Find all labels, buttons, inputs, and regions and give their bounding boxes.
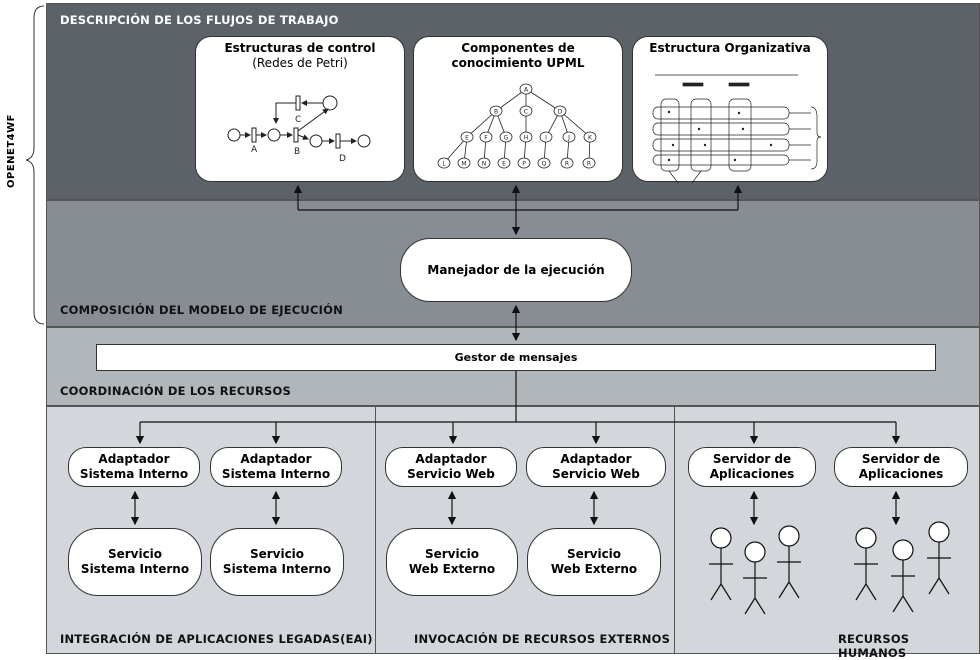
tree-node-label-2-1: F — [484, 135, 488, 142]
petri-net-diagram: A B C D — [227, 95, 371, 164]
tree-node-2-5 — [562, 131, 576, 143]
adapter-web-1-line1: Adaptador — [415, 452, 487, 466]
control-structures-card: Estructuras de control (Redes de Petri) — [195, 36, 405, 182]
tree-node-3-7 — [582, 157, 596, 169]
tree-node-label-2-4: I — [545, 135, 547, 142]
tree-node-label-3-0: L — [442, 161, 446, 168]
tree-node-0-0 — [519, 83, 533, 95]
coordination-title: COORDINACIÓN DE LOS RECURSOS — [60, 384, 291, 398]
tree-node-3-2 — [477, 157, 491, 169]
tree-node-label-3-5: Q — [542, 161, 547, 168]
service-internal-2-line1: Servicio — [249, 547, 305, 561]
tree-node-3-3 — [497, 157, 511, 169]
tree-node-label-3-7: R — [587, 161, 591, 168]
tree-node-2-1 — [479, 131, 493, 143]
service-web-1-line1: Servicio — [424, 547, 480, 561]
adapter-web-2: Adaptador Servicio Web — [526, 447, 666, 487]
service-internal-2-line2: Sistema Interno — [222, 562, 332, 576]
workflow-title: DESCRIPCIÓN DE LOS FLUJOS DE TRABAJO — [60, 13, 339, 27]
petri-label-a: A — [251, 145, 258, 155]
tree-node-3-5 — [537, 157, 551, 169]
tree-node-label-2-3: H — [524, 135, 529, 142]
tree-node-1-2 — [553, 105, 567, 117]
eai-divider — [375, 406, 376, 654]
tree-node-label-1-0: B — [494, 109, 498, 116]
service-internal-1-line2: Sistema Interno — [80, 562, 190, 576]
org-structure-diagram — [652, 74, 822, 183]
tree-node-label-3-6: R — [565, 161, 569, 168]
tree-node-3-1 — [457, 157, 471, 169]
app-server-1: Servidor de Aplicaciones — [688, 447, 816, 487]
service-web-2: Servicio Web Externo — [527, 528, 661, 596]
adapter-internal-1-line2: Sistema Interno — [79, 467, 189, 481]
app-server-1-line1: Servidor de — [712, 452, 792, 466]
eai-title: INTEGRACIÓN DE APLICACIONES LEGADAS(EAI) — [60, 632, 373, 646]
tree-node-2-2 — [499, 131, 513, 143]
tree-node-label-2-2: G — [504, 135, 509, 142]
external-divider — [674, 406, 675, 654]
adapter-web-2-line1: Adaptador — [560, 452, 632, 466]
app-server-2-line1: Servidor de — [861, 452, 941, 466]
upml-knowledge-card: Componentes de conocimiento UPML A B C D E F G… — [413, 36, 623, 182]
org-title: Estructura Organizativa — [649, 41, 811, 55]
knowledge-title-line2: conocimiento UPML — [451, 56, 585, 70]
petri-label-c: C — [295, 115, 301, 125]
service-internal-2: Servicio Sistema Interno — [210, 528, 344, 596]
tree-node-2-3 — [519, 131, 533, 143]
tree-node-2-0 — [460, 131, 474, 143]
service-internal-1-line1: Servicio — [107, 547, 163, 561]
adapter-internal-2-line1: Adaptador — [240, 452, 312, 466]
tree-node-label-2-0: E — [465, 135, 469, 142]
service-web-2-line1: Servicio — [566, 547, 622, 561]
tree-node-label-2-5: J — [567, 135, 570, 142]
tree-node-1-0 — [489, 105, 503, 117]
adapter-web-2-line2: Servicio Web — [552, 467, 640, 481]
message-manager-bar: Gestor de mensajes — [96, 344, 936, 371]
petri-label-b: B — [294, 147, 300, 157]
execution-manager-label: Manejador de la ejecución — [427, 262, 605, 277]
org-structure-card: Estructura Organizativa — [632, 36, 828, 183]
tree-node-label-1-2: D — [558, 109, 563, 116]
tree-node-label-2-6: K — [588, 135, 593, 142]
tree-node-2-4 — [539, 131, 553, 143]
control-title: Estructuras de control — [224, 41, 376, 55]
composition-title: COMPOSICIÓN DEL MODELO DE EJECUCIÓN — [60, 303, 343, 317]
service-internal-1: Servicio Sistema Interno — [68, 528, 202, 596]
tree-node-2-6 — [583, 131, 597, 143]
adapter-internal-1-line1: Adaptador — [98, 452, 170, 466]
service-web-1: Servicio Web Externo — [386, 528, 518, 596]
tree-node-label-3-2: N — [482, 161, 487, 168]
tree-node-3-0 — [437, 157, 451, 169]
knowledge-title-line1: Componentes de — [461, 41, 575, 55]
tree-node-3-6 — [560, 157, 574, 169]
adapter-web-1-line2: Servicio Web — [407, 467, 495, 481]
adapter-internal-1: Adaptador Sistema Interno — [68, 447, 200, 487]
adapter-internal-2-line2: Sistema Interno — [221, 467, 331, 481]
adapter-internal-2: Adaptador Sistema Interno — [210, 447, 342, 487]
app-server-2-line2: Aplicaciones — [858, 467, 944, 481]
external-title: INVOCACIÓN DE RECURSOS EXTERNOS — [414, 632, 671, 646]
app-server-1-line2: Aplicaciones — [709, 467, 795, 481]
message-manager-label: Gestor de mensajes — [454, 351, 578, 364]
petri-label-d: D — [339, 154, 346, 164]
adapter-web-1: Adaptador Servicio Web — [385, 447, 517, 487]
tree-node-label-1-1: C — [524, 109, 528, 116]
tree-node-label-3-4: P — [522, 161, 526, 168]
app-server-2: Servidor de Aplicaciones — [834, 447, 968, 487]
execution-manager: Manejador de la ejecución — [400, 238, 632, 302]
tree-node-label-3-1: M — [461, 161, 466, 168]
resources-band — [46, 406, 980, 654]
control-subtitle: (Redes de Petri) — [252, 56, 348, 70]
service-web-2-line2: Web Externo — [550, 562, 638, 576]
upml-tree-diagram: A B C D E F G H I J K L M N E P Q R R — [437, 83, 597, 169]
tree-node-1-1 — [519, 105, 533, 117]
tree-node-label-3-3: E — [502, 161, 506, 168]
tree-node-label-0-0: A — [524, 87, 529, 94]
tree-node-3-4 — [517, 157, 531, 169]
service-web-1-line2: Web Externo — [408, 562, 496, 576]
